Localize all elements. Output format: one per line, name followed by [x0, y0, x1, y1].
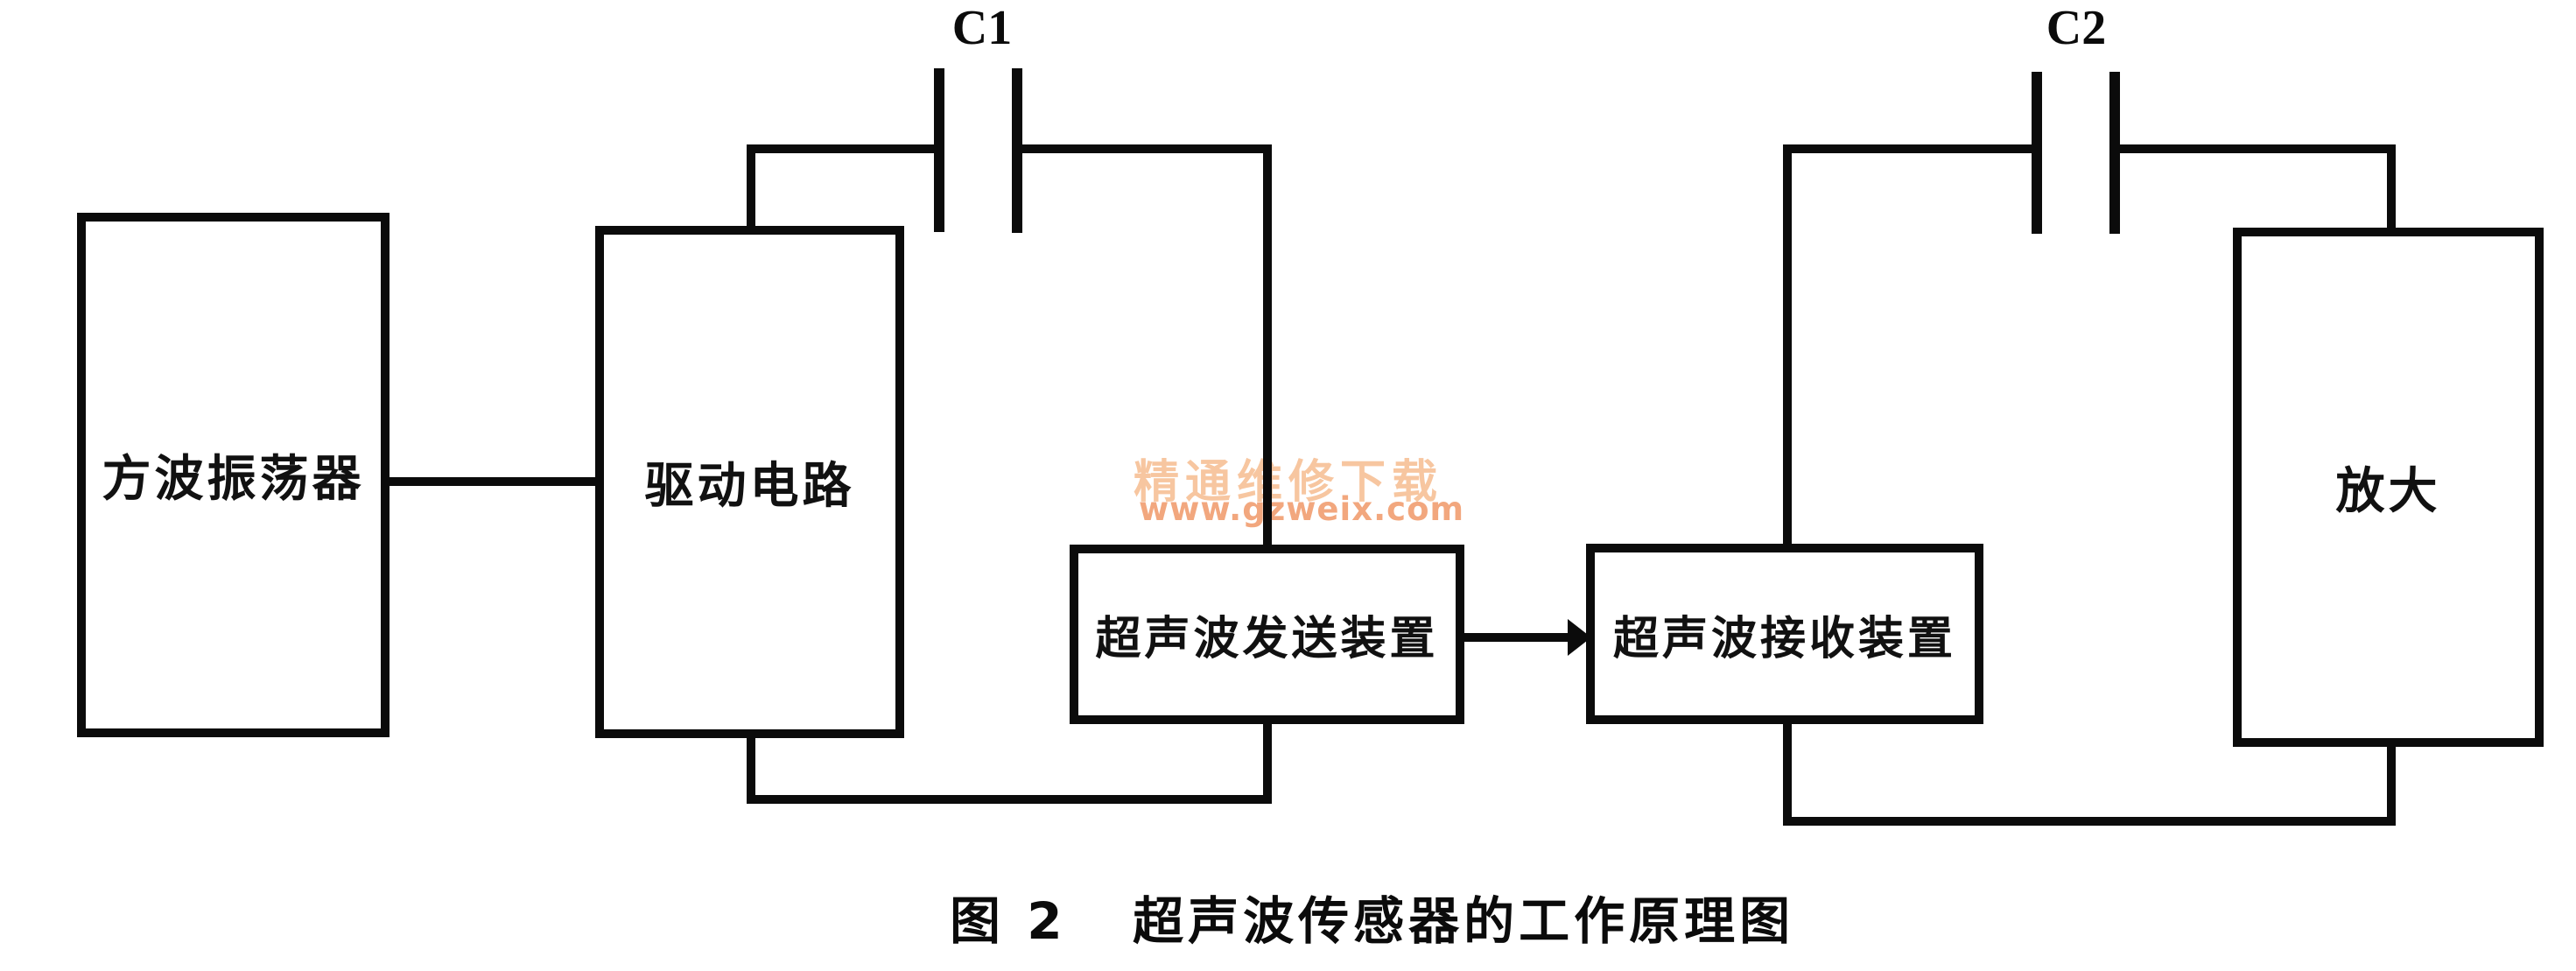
- drive-circuit-box: 驱动电路: [595, 226, 904, 738]
- amplifier-box: 放大: [2233, 228, 2544, 747]
- wire-c2-left: [1787, 144, 2037, 153]
- ultrasonic-receiver-box: 超声波接收装置: [1586, 544, 1983, 724]
- wire-driver-top-vertical: [747, 144, 755, 235]
- ultrasonic-receiver-label: 超声波接收装置: [1612, 612, 1956, 665]
- capacitor-c1-right-plate: [1012, 68, 1022, 233]
- wire-driver-bottom-vertical: [747, 738, 755, 804]
- square-wave-oscillator-box: 方波振荡器: [77, 213, 390, 737]
- capacitor-c2-left-plate: [2032, 72, 2042, 234]
- watermark-text: 精通维修下载: [1134, 456, 1444, 509]
- amplifier-label: 放大: [2335, 463, 2441, 520]
- square-wave-oscillator-label: 方波振荡器: [102, 451, 365, 508]
- figure-caption: 图 2 超声波传感器的工作原理图: [950, 891, 1795, 951]
- capacitor-c1-label: C1: [951, 1, 1013, 55]
- drive-circuit-label: 驱动电路: [644, 458, 855, 515]
- wire-bottom-left-return: [747, 795, 1272, 804]
- capacitor-c2-label: C2: [2046, 1, 2107, 55]
- wire-receiver-bottom-vertical: [1783, 724, 1792, 826]
- wire-c1-to-transmitter-top: [1263, 144, 1272, 549]
- wire-bottom-right-return: [1783, 817, 2396, 826]
- wire-receiver-top-vertical: [1783, 144, 1792, 548]
- wire-oscillator-to-driver: [390, 477, 600, 486]
- wire-amplifier-bottom-vertical: [2387, 747, 2396, 826]
- capacitor-c1-left-plate: [934, 68, 944, 232]
- signal-arrow-line: [1464, 633, 1571, 642]
- watermark-url: www.gzweix.com: [1139, 490, 1465, 528]
- wire-c1-right: [1022, 144, 1272, 153]
- wire-c2-to-amplifier-top: [2387, 144, 2396, 236]
- ultrasonic-transmitter-box: 超声波发送装置: [1070, 545, 1464, 724]
- capacitor-c2-right-plate: [2109, 72, 2120, 234]
- wire-c1-left: [751, 144, 939, 153]
- wire-c2-right: [2120, 144, 2396, 153]
- wire-transmitter-bottom-vertical: [1263, 724, 1272, 804]
- ultrasonic-transmitter-label: 超声波发送装置: [1095, 613, 1439, 665]
